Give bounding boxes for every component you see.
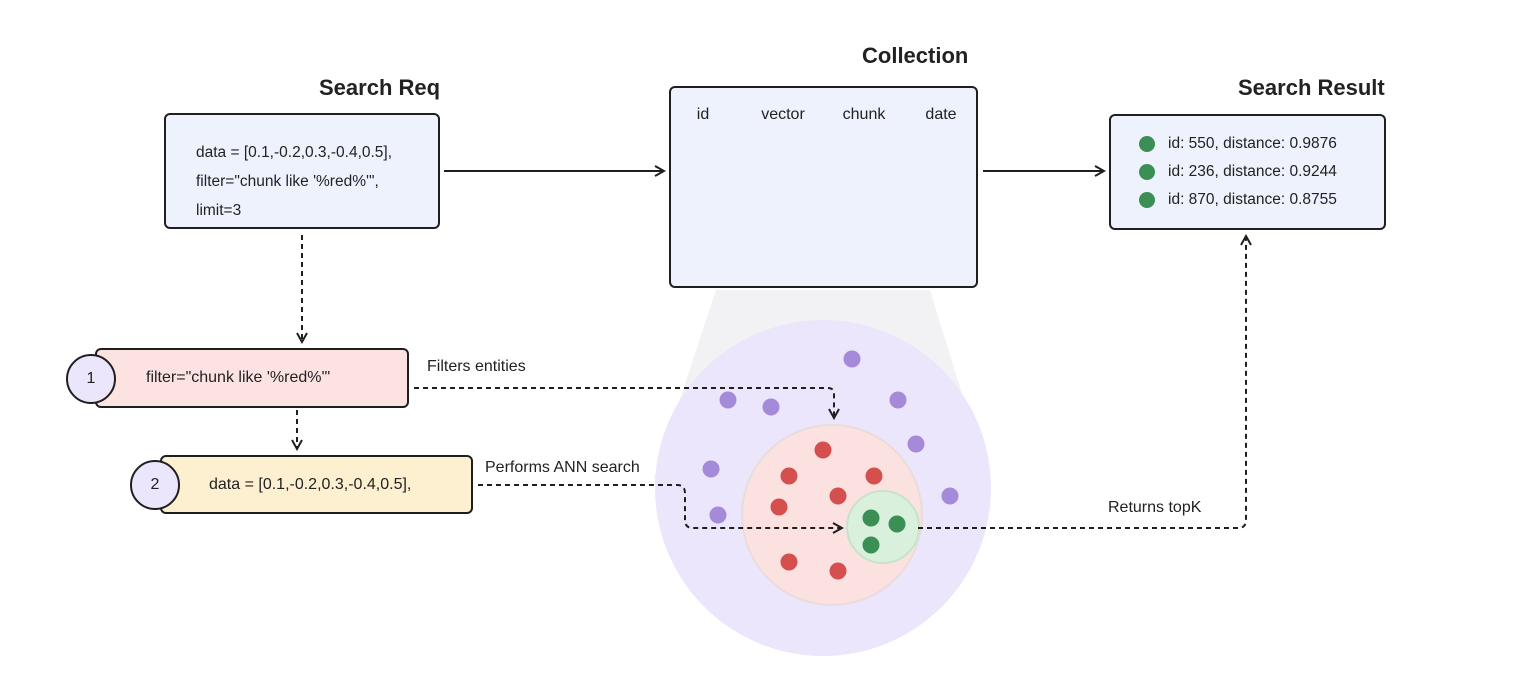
collection-table: id vector chunk date [669, 86, 978, 288]
topk-result-dots [862, 509, 906, 554]
search-req-title: Search Req [319, 75, 441, 100]
result-dot-icon [1139, 164, 1155, 180]
returns-topk-arrow [918, 236, 1246, 529]
purple-dot [762, 398, 780, 416]
purple-dot [709, 506, 727, 524]
search-request-box: data = [0.1,-0.2,0.3,-0.4,0.5], filter="… [164, 113, 440, 229]
collection-title: Collection [862, 43, 969, 68]
step1-filter-box: filter="chunk like '%red%'" [95, 348, 409, 408]
step2-text: data = [0.1,-0.2,0.3,-0.4,0.5], [209, 476, 412, 493]
column-header-vector: vector [761, 106, 805, 123]
purple-dot [843, 350, 861, 368]
step1-text: filter="chunk like '%red%'" [146, 369, 331, 386]
step2-number-badge: 2 [130, 460, 180, 510]
green-dot [862, 509, 880, 527]
request-data-line: data = [0.1,-0.2,0.3,-0.4,0.5], [196, 144, 393, 161]
column-header-date: date [925, 106, 957, 123]
request-filter-line: filter="chunk like '%red%'", [196, 173, 379, 190]
unfiltered-entity-dots [702, 350, 959, 524]
red-dot [780, 553, 798, 571]
filters-entities-label: Filters entities [427, 358, 526, 375]
topk-circle [846, 490, 920, 564]
filter-to-circle-arrow [414, 387, 834, 418]
result-row: id: 236, distance: 0.9244 [1111, 158, 1384, 186]
red-dot [780, 467, 798, 485]
purple-dot [702, 460, 720, 478]
column-header-id: id [696, 106, 710, 123]
ann-search-label: Performs ANN search [485, 459, 640, 476]
result-text: id: 870, distance: 0.8755 [1168, 191, 1337, 208]
ann-search-arrow [478, 484, 842, 528]
column-header-chunk: chunk [842, 106, 886, 123]
result-dot-icon [1139, 136, 1155, 152]
purple-dot [941, 487, 959, 505]
filtered-entity-dots [770, 441, 883, 580]
purple-dot [719, 391, 737, 409]
purple-dot [907, 435, 925, 453]
red-dot [770, 498, 788, 516]
green-dot [862, 536, 880, 554]
red-dot [829, 487, 847, 505]
red-dot [829, 562, 847, 580]
search-result-box: id: 550, distance: 0.9876 id: 236, dista… [1109, 114, 1386, 230]
result-text: id: 550, distance: 0.9876 [1168, 135, 1337, 152]
request-limit-line: limit=3 [196, 202, 242, 219]
red-dot [865, 467, 883, 485]
result-row: id: 870, distance: 0.8755 [1111, 186, 1384, 214]
result-dot-icon [1139, 192, 1155, 208]
search-result-title: Search Result [1238, 75, 1385, 100]
returns-topk-label: Returns topK [1108, 499, 1202, 516]
step1-number-badge: 1 [66, 354, 116, 404]
result-text: id: 236, distance: 0.9244 [1168, 163, 1337, 180]
result-row: id: 550, distance: 0.9876 [1111, 130, 1384, 158]
green-dot [888, 515, 906, 533]
purple-dot [889, 391, 907, 409]
red-dot [814, 441, 832, 459]
step2-ann-box: data = [0.1,-0.2,0.3,-0.4,0.5], [160, 455, 473, 514]
